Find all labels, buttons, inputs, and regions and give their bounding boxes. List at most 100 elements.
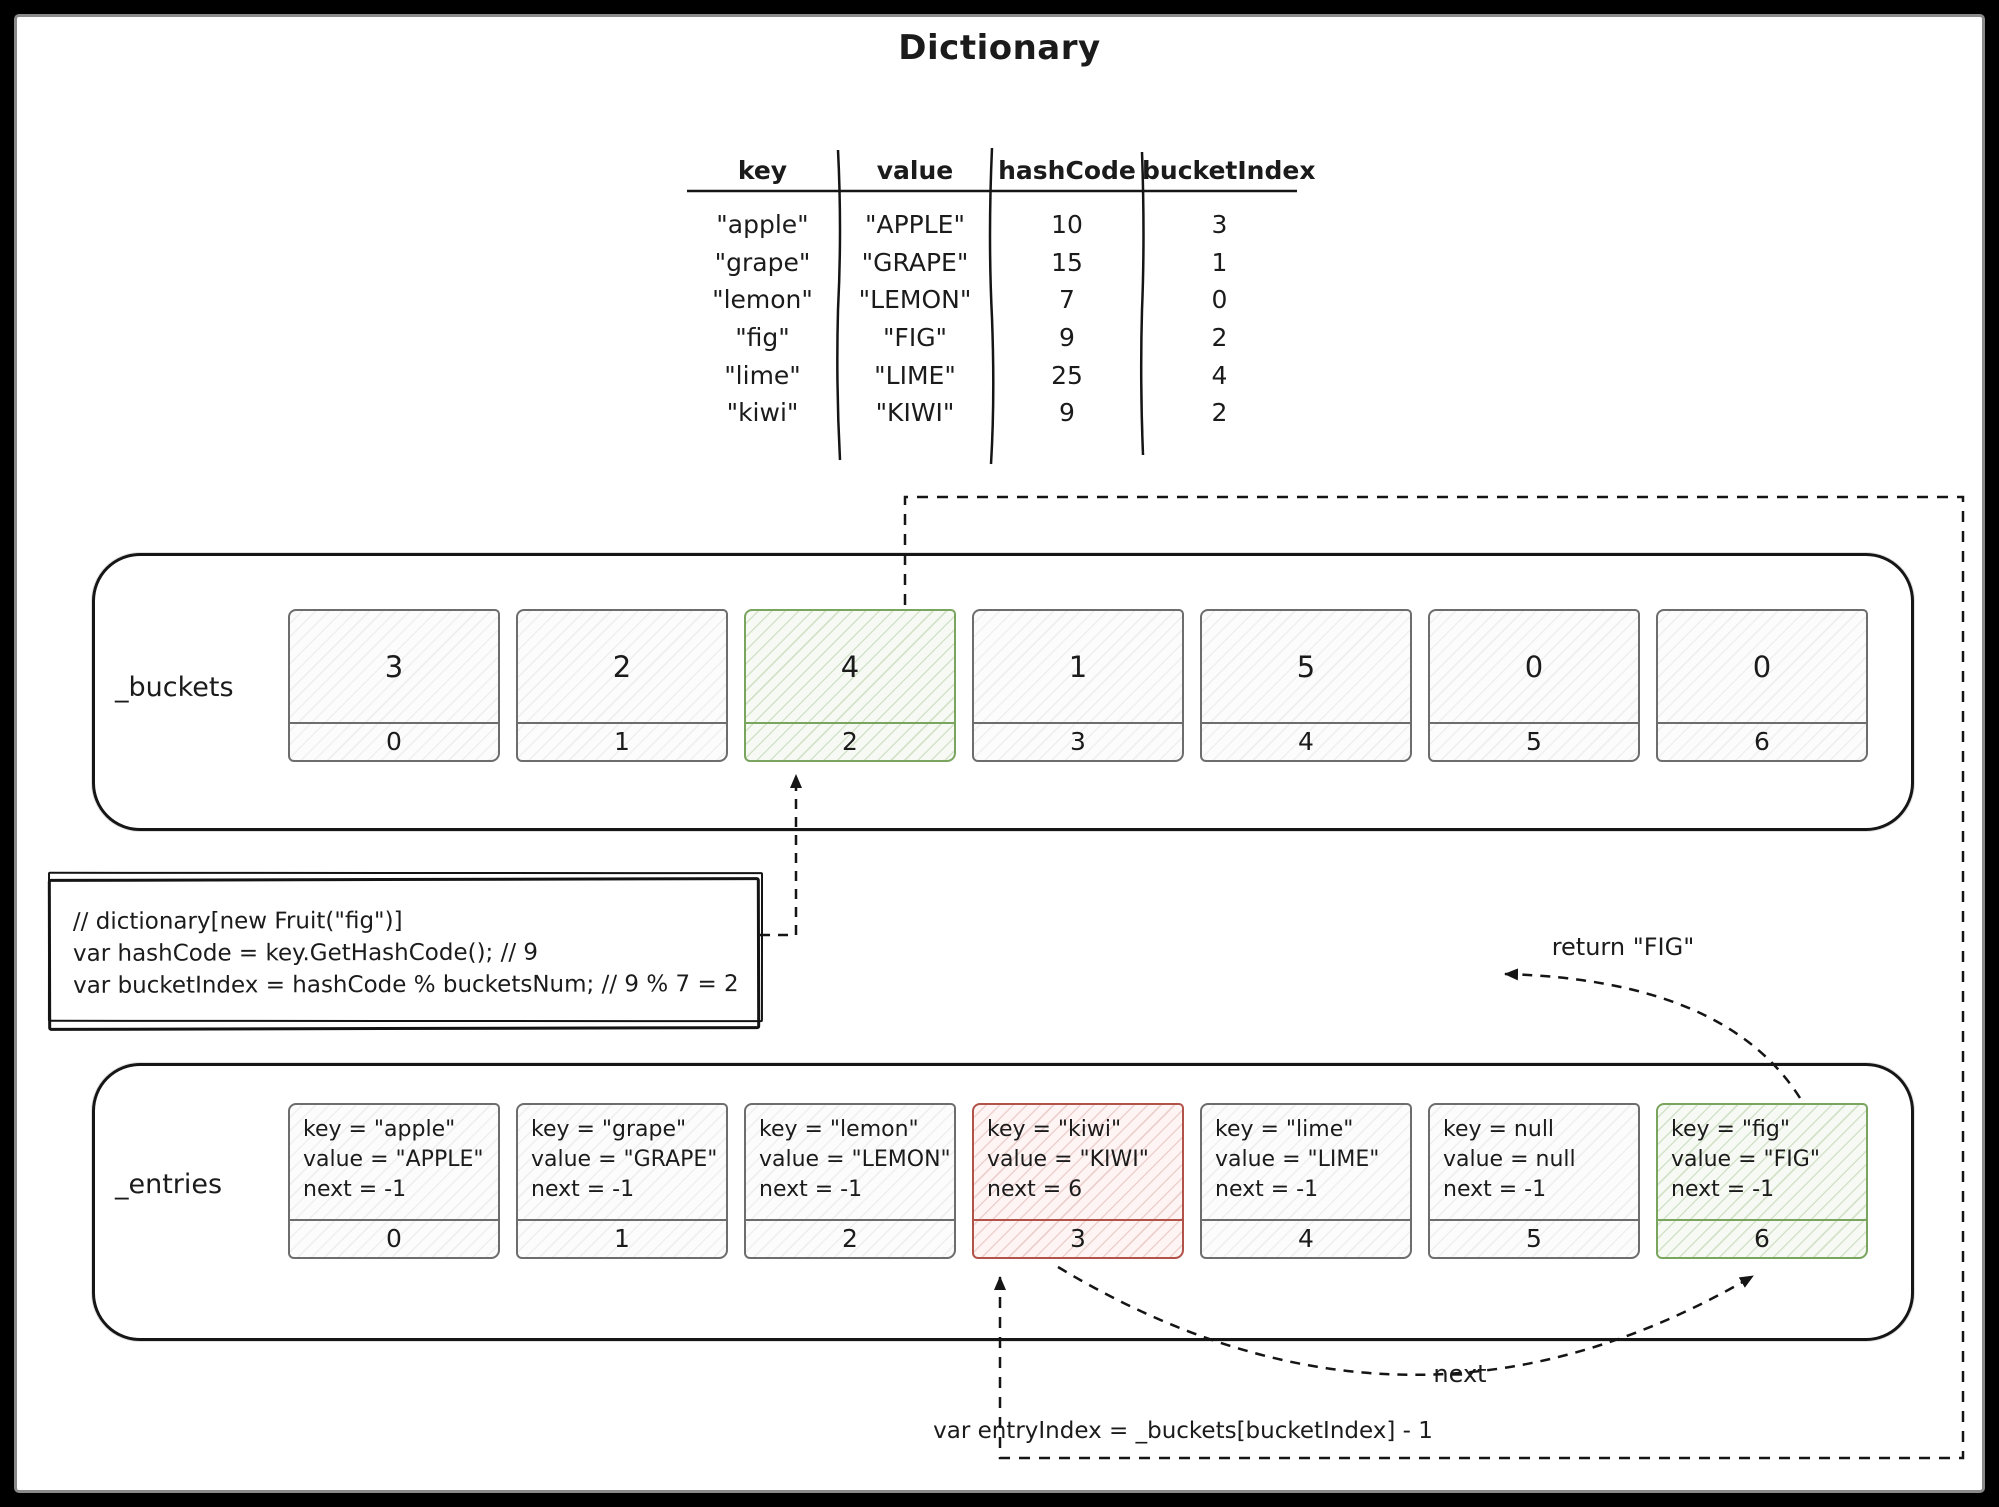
bucket-index: 3 [974, 722, 1182, 760]
entry-field-line: next = -1 [759, 1177, 863, 1202]
page-title: Dictionary [898, 28, 1101, 68]
entry-field-line: next = -1 [303, 1177, 407, 1202]
table-cell: 3 [1211, 210, 1228, 239]
entry-field-line: key = "kiwi" [987, 1117, 1122, 1142]
bucket-value: 0 [1524, 649, 1544, 684]
entry-field-line: key = "apple" [303, 1117, 456, 1142]
table-cell: 0 [1211, 285, 1228, 315]
bucket-value: 2 [612, 649, 632, 684]
buckets-label: _buckets [115, 672, 234, 703]
entry-field-line: next = 6 [987, 1177, 1083, 1202]
entry-cell: key = "lemon" value = "LEMON" next = -1 2 [744, 1103, 956, 1259]
lookup-table: key "apple" "grape" "lemon" "fig" "lime" "kiwi… [687, 150, 1316, 462]
table-cell: 2 [1211, 398, 1228, 428]
entry-field-line: value = "LEMON" [759, 1147, 951, 1172]
table-cell: "apple" [716, 210, 809, 239]
entry-field-line: value = "KIWI" [987, 1147, 1149, 1172]
return-fig-annotation: return "FIG" [1551, 933, 1695, 961]
table-col-rows: "apple" "grape" "lemon" "fig" "lime" "kiwi" [687, 206, 838, 432]
table-cell: 4 [1211, 360, 1228, 390]
entry-field-line: next = -1 [1671, 1177, 1775, 1202]
bucket-value: 1 [1068, 649, 1088, 684]
bucket-value: 4 [840, 649, 860, 684]
code-line: // dictionary[new Fruit("fig")] [72, 908, 403, 935]
code-line: var hashCode = key.GetHashCode(); // 9 [72, 939, 539, 967]
entry-field-line: key = "grape" [531, 1117, 687, 1142]
bucket-index: 1 [518, 722, 726, 760]
table-cell: 1 [1211, 247, 1228, 277]
entry-fields: key = "lemon" value = "LEMON" next = -1 [746, 1105, 954, 1219]
code-box: // dictionary[new Fruit("fig")] var hash… [47, 877, 761, 1031]
entry-field-line: key = "lemon" [759, 1117, 919, 1142]
next-annotation: next [1433, 1360, 1487, 1388]
entries-label: _entries [115, 1169, 223, 1200]
entry-cell: key = "grape" value = "GRAPE" next = -1 1 [516, 1103, 728, 1259]
table-cell: "LEMON" [858, 285, 972, 315]
table-cell: 15 [1051, 247, 1083, 277]
entry-field-line: value = null [1443, 1147, 1576, 1172]
table-cell: 2 [1211, 323, 1228, 353]
entry-field-line: value = "APPLE" [303, 1147, 484, 1172]
entry-field-line: value = "LIME" [1215, 1147, 1380, 1172]
table-cell: "lime" [724, 360, 801, 390]
entry-field-line: next = -1 [1215, 1177, 1319, 1202]
entry-index: 5 [1430, 1219, 1638, 1257]
entry-cell: key = "lime" value = "LIME" next = -1 4 [1200, 1103, 1412, 1259]
entry-fields: key = "apple" value = "APPLE" next = -1 [290, 1105, 498, 1219]
table-col-bucketIndex: bucketIndex 3 1 0 2 4 2 [1142, 150, 1316, 462]
table-cell: "fig" [735, 323, 790, 353]
table-cell: "grape" [714, 247, 811, 277]
table-cell: "LIME" [874, 360, 956, 390]
table-cell: 9 [1059, 398, 1075, 428]
entry-field-line: key = "lime" [1215, 1117, 1354, 1142]
table-header: hashCode [998, 156, 1136, 185]
entry-index: 1 [518, 1219, 726, 1257]
table-header: bucketIndex [1142, 156, 1316, 185]
table-cell: "FIG" [882, 323, 948, 353]
entry-fields: key = "lime" value = "LIME" next = -1 [1202, 1105, 1410, 1219]
entry-index: 3 [974, 1219, 1182, 1257]
table-cell: 25 [1051, 360, 1083, 390]
bucket-value: 5 [1296, 649, 1316, 684]
table-col-rows: 3 1 0 2 4 2 [1142, 206, 1297, 432]
table-cell: "kiwi" [726, 398, 799, 428]
entry-field-line: next = -1 [1443, 1177, 1547, 1202]
table-col-value: value "APPLE" "GRAPE" "LEMON" "FIG" "LIME" "KI… [838, 150, 992, 462]
entry-fields: key = "kiwi" value = "KIWI" next = 6 [974, 1105, 1182, 1219]
table-header: value [876, 156, 954, 185]
entries-container: _entries key = "apple" value = "APPLE" nex… [92, 1063, 1914, 1341]
table-cell: 9 [1059, 323, 1075, 353]
entry-cell: key = "kiwi" value = "KIWI" next = 6 3 [972, 1103, 1184, 1259]
entry-index: 6 [1658, 1219, 1866, 1257]
table-cell: 10 [1051, 210, 1083, 239]
table-cell: "KIWI" [875, 398, 955, 428]
table-col-key: key "apple" "grape" "lemon" "fig" "lime" "kiwi… [687, 150, 838, 462]
code-line: var bucketIndex = hashCode % bucketsNum;… [73, 971, 739, 999]
entry-fields: key = "fig"value = "FIG"next = -1 [1658, 1105, 1866, 1219]
bucket-index: 2 [746, 722, 954, 760]
entry-index: 2 [746, 1219, 954, 1257]
table-header: key [737, 156, 788, 185]
entry-field-line: next = -1 [531, 1177, 635, 1202]
entry-field-line: value = "GRAPE" [531, 1147, 718, 1172]
table-cell: "APPLE" [865, 210, 965, 239]
bucket-index: 4 [1202, 722, 1410, 760]
table-cell: "GRAPE" [861, 247, 969, 277]
entry-index: 4 [1202, 1219, 1410, 1257]
table-cell: "lemon" [712, 285, 813, 315]
entry-field-line: key = "fig" [1671, 1117, 1790, 1142]
